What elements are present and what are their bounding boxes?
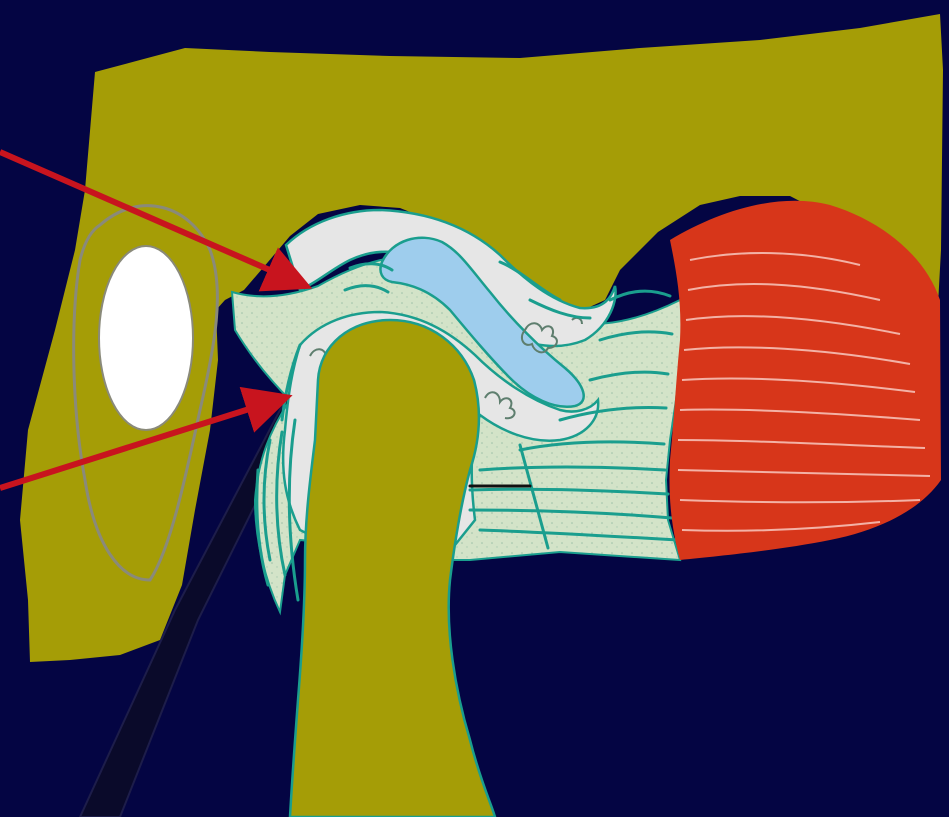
- ear-canal: [99, 246, 193, 430]
